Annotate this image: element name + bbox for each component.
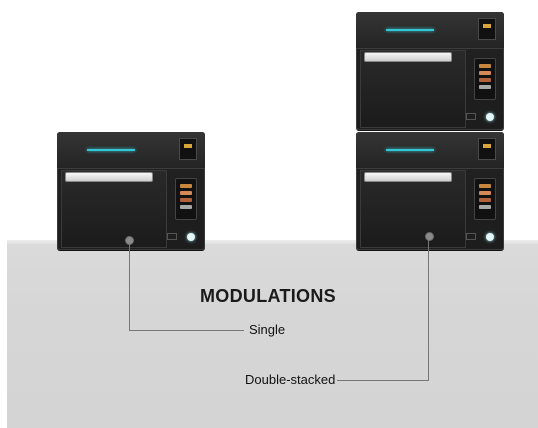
power-knob-icon <box>187 233 195 241</box>
oven-single <box>57 132 205 250</box>
power-knob-icon <box>486 113 494 121</box>
display-platform <box>7 244 538 428</box>
power-knob-icon <box>486 233 494 241</box>
double-stacked-label: Double-stacked <box>245 372 336 387</box>
double-leader-vertical <box>428 240 429 381</box>
single-leader-vertical <box>129 244 130 331</box>
usb-slot-icon <box>167 233 177 240</box>
door-handle-icon <box>364 52 452 62</box>
brand-badge-icon <box>478 138 496 160</box>
oven-stacked-bottom <box>356 132 504 250</box>
usb-slot-icon <box>466 233 476 240</box>
double-leader-horizontal <box>337 380 429 381</box>
brand-badge-icon <box>478 18 496 40</box>
status-light-icon <box>386 29 434 31</box>
modulations-heading: MODULATIONS <box>200 286 336 306</box>
brand-badge-icon <box>179 138 197 160</box>
door-handle-icon <box>65 172 153 182</box>
door-handle-icon <box>364 172 452 182</box>
oven-door <box>360 50 466 128</box>
status-light-icon <box>386 149 434 151</box>
oven-door <box>61 170 167 248</box>
single-label: Single <box>249 322 286 337</box>
single-leader-horizontal <box>129 330 244 331</box>
platform-top <box>7 240 538 246</box>
usb-slot-icon <box>466 113 476 120</box>
control-panel-icon <box>474 178 496 220</box>
control-panel-icon <box>474 58 496 100</box>
oven-stacked-top <box>356 12 504 130</box>
status-light-icon <box>87 149 135 151</box>
oven-door <box>360 170 466 248</box>
control-panel-icon <box>175 178 197 220</box>
double-marker <box>425 232 434 241</box>
